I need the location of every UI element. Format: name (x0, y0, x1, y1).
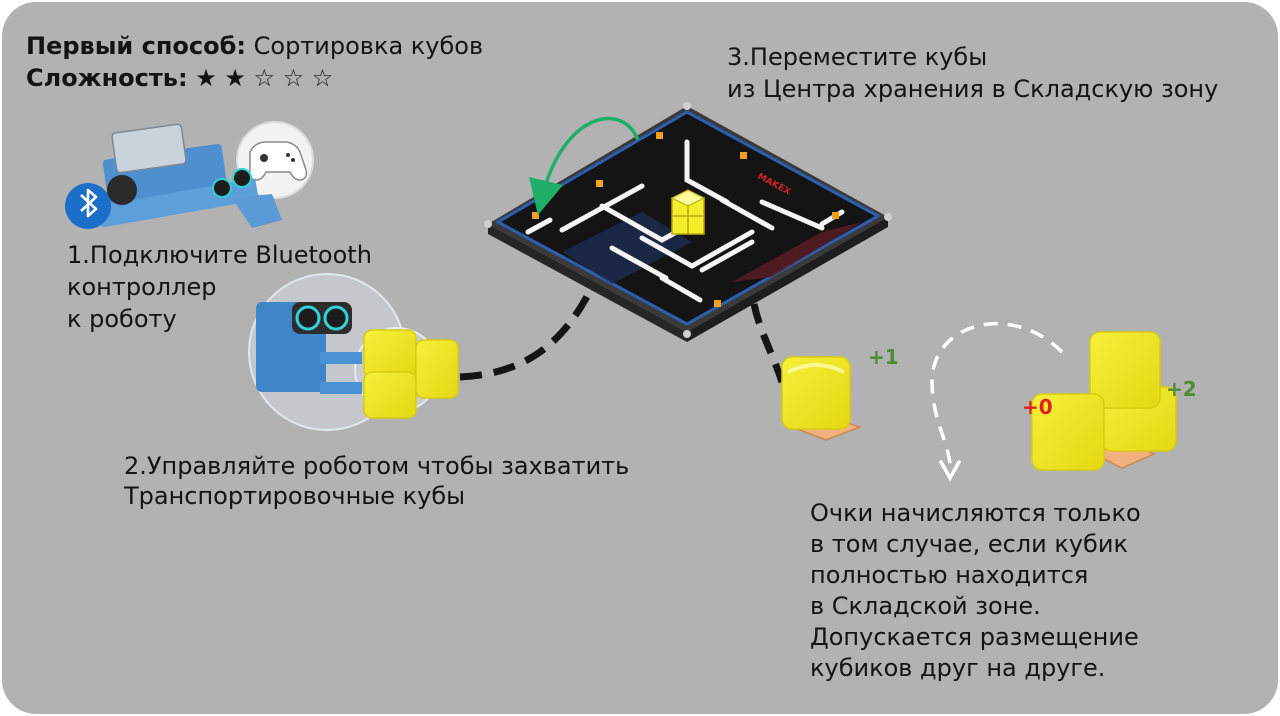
single-cube-scoring (781, 356, 863, 441)
dashed-arrow-head (939, 460, 961, 482)
note-line6: кубиков друг на друге. (810, 654, 1106, 682)
step2-line1: 2.Управляйте роботом чтобы захватить (124, 452, 630, 480)
score-plus2: +2 (1166, 377, 1197, 401)
note-line3: полностью находится (810, 561, 1089, 589)
method-value: Сортировка кубов (253, 32, 484, 60)
note-line5: Допускается размещение (810, 623, 1139, 651)
difficulty-line: Сложность: ★ ★ ☆ ☆ ☆ (26, 62, 333, 94)
difficulty-label: Сложность: (26, 64, 188, 92)
stacked-cubes-scoring (1031, 331, 1177, 471)
dashed-arrow (930, 321, 1064, 473)
score-plus0: +0 (1022, 395, 1053, 419)
cube (363, 329, 459, 419)
step1-line1: 1.Подключите Bluetooth (67, 241, 372, 269)
robot-body (97, 123, 282, 228)
step3-line1: 3.Переместите кубы (727, 43, 988, 71)
difficulty-stars: ★ ★ ☆ ☆ ☆ (195, 64, 334, 92)
move-arrow (529, 116, 640, 216)
method-line: Первый способ: Сортировка кубов (26, 30, 483, 62)
robot-with-controller-image (65, 121, 314, 229)
step2-line2: Транспортировочные кубы (124, 482, 466, 510)
robot-grabbing-cubes-image (248, 273, 459, 431)
note-line1: Очки начисляются только (810, 499, 1141, 527)
step3-line2: из Центра хранения в Складскую зону (727, 75, 1219, 103)
note-line4: в Складской зоне. (810, 592, 1041, 620)
path-arrow-step2 (459, 285, 596, 381)
method-label: Первый способ: (26, 32, 246, 60)
game-board-image: MAKEX (484, 102, 892, 342)
gamepad-icon (248, 141, 308, 181)
storage-center-cubes (670, 189, 706, 235)
note-line2: в том случае, если кубик (810, 530, 1128, 558)
score-plus1: +1 (868, 345, 899, 369)
step1-line2: контроллер (67, 273, 217, 301)
path-arrow-step3 (750, 303, 786, 384)
bluetooth-icon (65, 183, 111, 229)
step1-line3: к роботу (67, 305, 177, 333)
